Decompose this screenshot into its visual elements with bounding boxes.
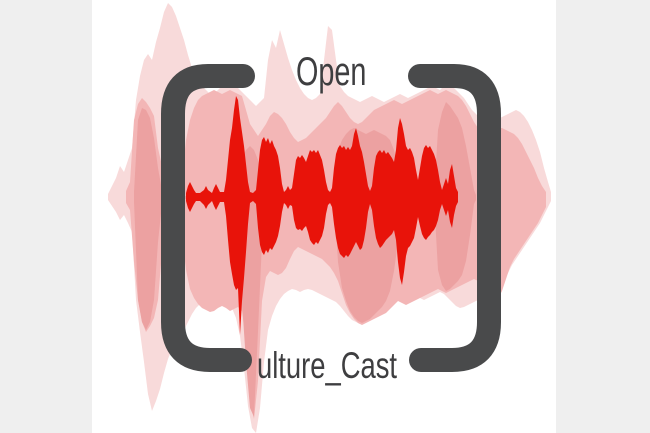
logo-text-culture-cast: ulture_Cast <box>257 345 398 386</box>
right-bracket-shape <box>408 64 501 372</box>
left-bracket-shape <box>161 64 255 372</box>
left-margin-bar <box>0 0 92 433</box>
logo-text-open: Open <box>296 50 367 94</box>
waveform-layer-red-core <box>186 96 458 335</box>
right-margin-bar <box>556 0 650 433</box>
